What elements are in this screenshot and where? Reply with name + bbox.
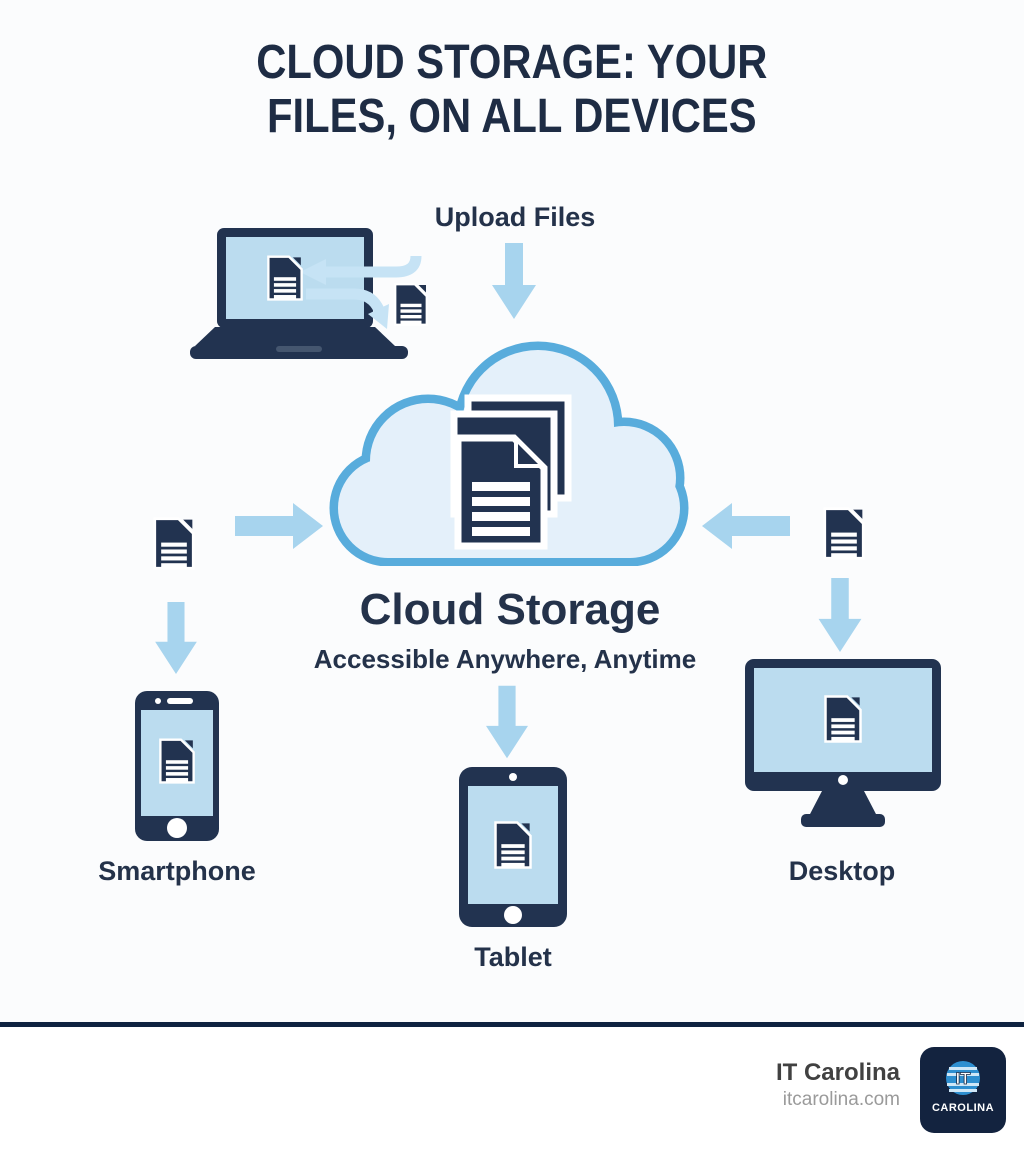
document-stack-icon	[450, 394, 572, 550]
page-title-line1: CLOUD STORAGE: YOUR	[256, 36, 768, 89]
desktop-icon	[745, 659, 941, 827]
cloud-icon	[329, 341, 689, 566]
desktop-label: Desktop	[788, 856, 896, 886]
footer-website: itcarolina.com	[782, 1088, 900, 1110]
upload-files-label: Upload Files	[434, 202, 596, 232]
document-icon	[824, 695, 862, 743]
tablet-label: Tablet	[474, 942, 552, 972]
document-icon	[267, 255, 303, 301]
footer: IT Carolina itcarolina.com IT CAROLINA	[0, 1027, 1024, 1154]
footer-divider	[0, 1022, 1024, 1027]
it-carolina-logo: IT CAROLINA	[920, 1047, 1006, 1133]
cloud-title: Cloud Storage	[359, 585, 661, 634]
document-icon	[494, 821, 532, 869]
document-icon	[394, 283, 428, 326]
cloud-subtitle: Accessible Anywhere, Anytime	[313, 644, 697, 674]
arrow-down-icon	[818, 578, 862, 652]
arrow-down-icon	[486, 685, 528, 759]
footer-company-name: IT Carolina	[775, 1059, 900, 1086]
tablet-icon	[459, 767, 567, 927]
arrow-right-icon	[235, 503, 323, 549]
laptop-icon	[190, 228, 428, 359]
document-icon	[159, 738, 195, 784]
page-title: CLOUD STORAGE: YOUR FILES, ON ALL DEVICE…	[0, 36, 1024, 144]
logo-monogram: IT	[955, 1069, 971, 1088]
sync-arrows-icon	[300, 255, 422, 329]
logo-name: CAROLINA	[932, 1102, 994, 1114]
arrow-left-icon	[702, 503, 790, 549]
page-title-line2: FILES, ON ALL DEVICES	[267, 89, 757, 143]
arrow-down-icon	[155, 602, 197, 674]
document-icon	[152, 516, 196, 571]
smartphone-icon	[135, 691, 219, 841]
document-icon	[822, 506, 866, 561]
arrow-down-icon	[492, 243, 536, 319]
smartphone-label: Smartphone	[98, 856, 256, 886]
